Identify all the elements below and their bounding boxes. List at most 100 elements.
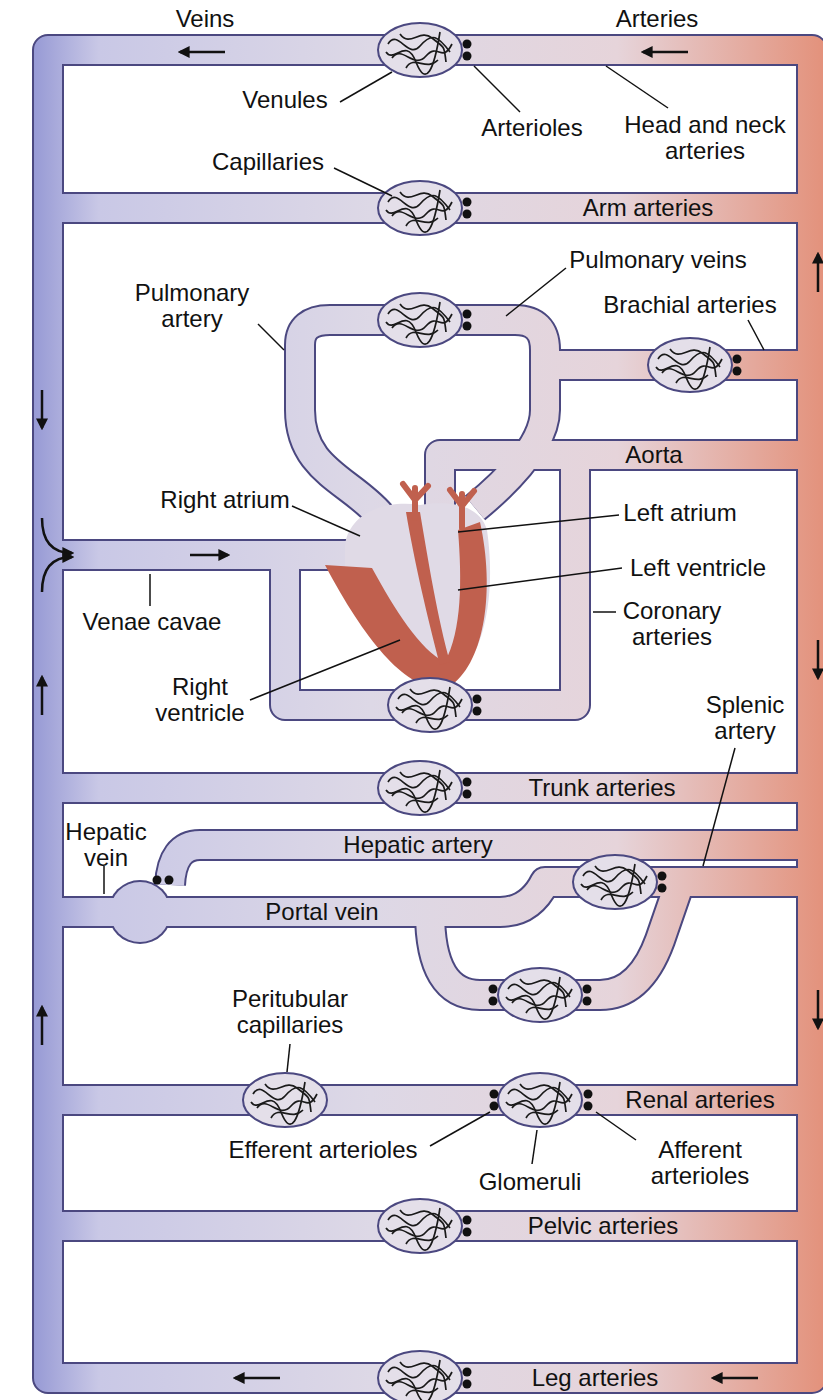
- arteriole-dot: [463, 790, 472, 799]
- capillary-bed: [388, 678, 472, 732]
- flow-arrow: [235, 1377, 280, 1380]
- vessel-wall: [48, 1084, 812, 1116]
- vessel-wall: [140, 882, 812, 912]
- capillary-bed: [378, 293, 462, 347]
- arteriole-dot: [463, 1380, 472, 1389]
- part-label: Left atrium: [623, 500, 736, 526]
- arteriole-dot: [153, 876, 162, 885]
- part-label: Efferent arterioles: [229, 1137, 418, 1163]
- capillary-bed: [243, 1073, 327, 1127]
- part-label: Right atrium: [160, 487, 289, 513]
- arteriole-dot: [490, 1090, 499, 1099]
- flow-arrow: [190, 554, 228, 557]
- vessel-lumen: [48, 50, 812, 1378]
- part-label: Splenic artery: [690, 692, 800, 745]
- flow-arrow: [41, 677, 44, 715]
- arteriole-dot: [583, 985, 592, 994]
- capillary-bed: [378, 761, 462, 815]
- arteriole-dot: [463, 1216, 472, 1225]
- part-label: Hepatic vein: [56, 819, 156, 872]
- arteriole-dot: [463, 310, 472, 319]
- part-label: Leg arteries: [532, 1365, 659, 1391]
- part-label: Venae cavae: [83, 609, 222, 635]
- part-label: Peritubular capillaries: [220, 986, 360, 1039]
- leader-line: [258, 324, 284, 350]
- part-label: Pelvic arteries: [528, 1213, 679, 1239]
- flow-arrow: [41, 1007, 44, 1045]
- heart: [325, 522, 487, 688]
- leader-line: [596, 1112, 636, 1140]
- leader-line: [292, 506, 360, 536]
- vessel-lumen: [48, 541, 380, 569]
- arteriole-dot: [733, 367, 742, 376]
- leader-line: [748, 320, 764, 350]
- capillary-bed: [378, 23, 462, 77]
- part-label: Afferent arterioles: [638, 1137, 763, 1190]
- leader-line: [287, 1044, 290, 1072]
- flow-arrow: [817, 254, 820, 292]
- part-label: Glomeruli: [479, 1169, 582, 1195]
- vessel-lumen: [140, 882, 812, 912]
- arteriole-dot: [463, 210, 472, 219]
- capillary-bed: [378, 1199, 462, 1253]
- vessel-wall: [48, 50, 812, 1378]
- arteriole-dot: [463, 778, 472, 787]
- capillary-bed: [498, 1073, 582, 1127]
- capillary-bed: [378, 181, 462, 235]
- part-label: Trunk arteries: [528, 775, 675, 801]
- flow-arrow: [42, 52, 818, 1378]
- vessel-lumen: [48, 1086, 812, 1114]
- leader-line: [340, 72, 392, 102]
- arteriole-dot: [463, 322, 472, 331]
- capillary-bed: [648, 338, 732, 392]
- part-label: Arteries: [616, 6, 699, 32]
- arteriole-dot: [584, 1090, 593, 1099]
- arteriole-dot: [658, 872, 667, 881]
- part-label: Hepatic artery: [343, 832, 492, 858]
- flow-arrow: [42, 557, 72, 592]
- part-label: Venules: [242, 87, 327, 113]
- arteriole-dot: [473, 707, 482, 716]
- arteriole-dot: [473, 695, 482, 704]
- arteriole-dot: [463, 1228, 472, 1237]
- arteriole-dot: [463, 198, 472, 207]
- flow-arrow: [180, 51, 225, 54]
- arteriole-dot: [584, 1102, 593, 1111]
- arteriole-dot: [463, 1368, 472, 1377]
- part-label: Brachial arteries: [603, 292, 776, 318]
- arteriole-dot: [490, 1102, 499, 1111]
- part-label: Arm arteries: [583, 195, 714, 221]
- leader-line: [458, 515, 619, 532]
- capillary-bed: [498, 968, 582, 1022]
- leader-line: [458, 568, 622, 590]
- flow-arrow: [41, 390, 44, 428]
- flow-arrow: [817, 640, 820, 678]
- leader-line: [474, 66, 520, 112]
- arteriole-dot: [733, 355, 742, 364]
- leader-line: [532, 1130, 537, 1164]
- vessel-lumen: [110, 882, 170, 942]
- leader-line: [250, 640, 400, 700]
- arteriole-dot: [489, 997, 498, 1006]
- part-label: Portal vein: [265, 899, 378, 925]
- heart: [325, 484, 490, 688]
- capillary-bed: [243, 23, 732, 1400]
- leader-line: [149, 574, 151, 606]
- part-label: Coronary arteries: [607, 598, 737, 651]
- part-label: Head and neck arteries: [605, 112, 805, 165]
- part-label: Pulmonary veins: [569, 247, 746, 273]
- vessel-lumen: [420, 320, 545, 508]
- leader-line: [334, 168, 392, 196]
- heart: [403, 484, 474, 528]
- arteriole-dot: [489, 985, 498, 994]
- leader-line: [430, 1112, 490, 1146]
- flow-arrow: [42, 518, 72, 553]
- leader-line: [593, 611, 616, 613]
- arteriole-dot: [583, 997, 592, 1006]
- vessel-wall: [108, 880, 172, 944]
- arteriole-dot: [165, 876, 174, 885]
- part-label: Pulmonary artery: [122, 280, 262, 333]
- part-label: Arterioles: [481, 115, 582, 141]
- heart: [406, 512, 450, 665]
